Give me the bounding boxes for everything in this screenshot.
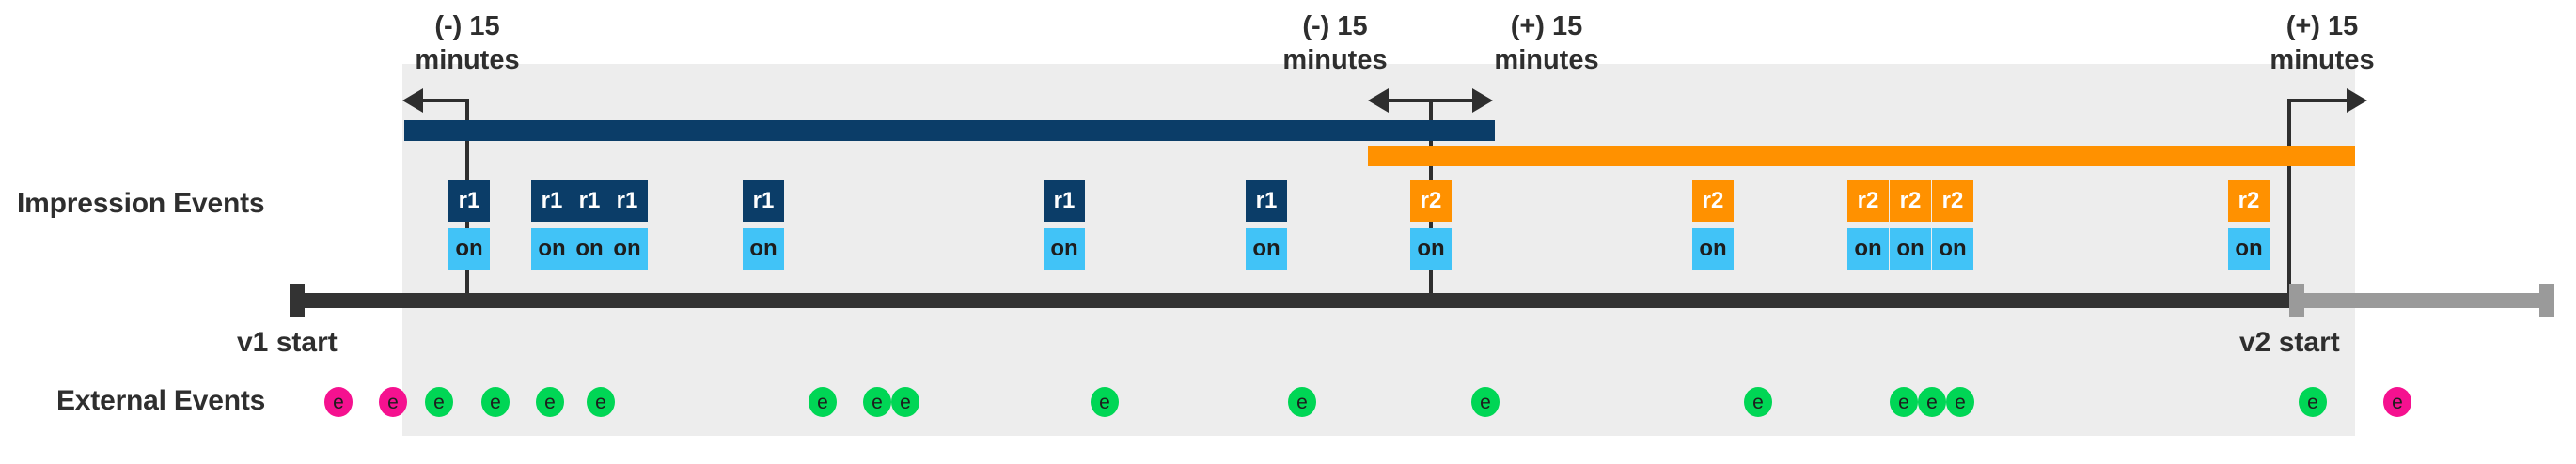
annotation-arrow-shaft-1 — [423, 99, 469, 102]
external-event-dot[interactable]: e — [1288, 387, 1316, 417]
external-event-dot[interactable]: e — [536, 387, 564, 417]
external-event-dot[interactable]: e — [587, 387, 615, 417]
row-label-external-events: External Events — [56, 385, 266, 416]
annotation-line2: minutes — [415, 45, 520, 75]
row-label-impression-events: Impression Events — [17, 188, 265, 219]
impression-chip-release[interactable]: r2 — [1410, 180, 1452, 222]
impression-chip-release[interactable]: r2 — [1692, 180, 1734, 222]
timeline-label-v1-start: v1 start — [237, 327, 338, 358]
external-event-dot[interactable]: e — [1091, 387, 1119, 417]
arrow-head-left-icon-1 — [402, 88, 423, 113]
guide-line-v2-start — [2287, 99, 2291, 301]
external-event-dot[interactable]: e — [809, 387, 837, 417]
impression-chip-release[interactable]: r1 — [448, 180, 490, 222]
impression-chip-state[interactable]: on — [1410, 228, 1452, 270]
external-event-dot[interactable]: e — [1918, 387, 1946, 417]
timeline-label-v2-start: v2 start — [2239, 327, 2340, 358]
impression-chip-release[interactable]: r1 — [569, 180, 610, 222]
annotation-line2: minutes — [1494, 45, 1599, 75]
impression-chip-state[interactable]: on — [569, 228, 610, 270]
impression-chip-state[interactable]: on — [448, 228, 490, 270]
annotation-line1: (-) 15 — [1302, 11, 1368, 41]
annotation-arrow-shaft-4 — [2289, 99, 2348, 102]
external-event-dot[interactable]: e — [379, 387, 407, 417]
impression-chip-state[interactable]: on — [1044, 228, 1085, 270]
impression-chip-release[interactable]: r2 — [1847, 180, 1889, 222]
annotation-caption-1: (-) 15 minutes — [354, 9, 580, 77]
annotation-line2: minutes — [2270, 45, 2375, 75]
timeline-end-cap — [2539, 284, 2554, 317]
external-event-dot[interactable]: e — [863, 387, 891, 417]
version-bar-r2 — [1368, 146, 2355, 166]
impression-chip-release[interactable]: r2 — [1890, 180, 1931, 222]
arrow-head-right-icon-3 — [1472, 88, 1493, 113]
annotation-line1: (+) 15 — [2285, 11, 2359, 41]
external-event-dot[interactable]: e — [2299, 387, 2327, 417]
impression-chip-state[interactable]: on — [743, 228, 784, 270]
impression-chip-state[interactable]: on — [1932, 228, 1973, 270]
impression-chip-release[interactable]: r2 — [1932, 180, 1973, 222]
external-event-dot[interactable]: e — [324, 387, 353, 417]
arrow-head-left-icon-2 — [1368, 88, 1389, 113]
annotation-line2: minutes — [1282, 45, 1388, 75]
external-event-dot[interactable]: e — [1946, 387, 1974, 417]
arrow-head-right-icon-4 — [2347, 88, 2367, 113]
impression-chip-release[interactable]: r1 — [743, 180, 784, 222]
external-event-dot[interactable]: e — [2383, 387, 2411, 417]
impression-chip-state[interactable]: on — [531, 228, 573, 270]
external-event-dot[interactable]: e — [1744, 387, 1772, 417]
timeline-bar-active — [290, 293, 2291, 308]
annotation-caption-3: (+) 15 minutes — [1434, 9, 1659, 77]
impression-chip-release[interactable]: r1 — [1246, 180, 1287, 222]
external-event-dot[interactable]: e — [481, 387, 510, 417]
external-event-dot[interactable]: e — [425, 387, 453, 417]
impression-chip-state[interactable]: on — [1847, 228, 1889, 270]
impression-chip-state[interactable]: on — [606, 228, 648, 270]
impression-chip-release[interactable]: r1 — [606, 180, 648, 222]
external-event-dot[interactable]: e — [1890, 387, 1918, 417]
annotation-line1: (+) 15 — [1510, 11, 1583, 41]
annotation-caption-2: (-) 15 minutes — [1222, 9, 1448, 77]
external-event-dot[interactable]: e — [1471, 387, 1500, 417]
impression-chip-state[interactable]: on — [1246, 228, 1287, 270]
impression-chip-release[interactable]: r1 — [531, 180, 573, 222]
version-bar-r1 — [404, 120, 1495, 141]
impression-chip-state[interactable]: on — [1890, 228, 1931, 270]
impression-chip-state[interactable]: on — [1692, 228, 1734, 270]
impression-chip-release[interactable]: r1 — [1044, 180, 1085, 222]
impression-chip-state[interactable]: on — [2228, 228, 2270, 270]
external-event-dot[interactable]: e — [891, 387, 919, 417]
timeline-bar-future — [2289, 293, 2554, 308]
annotation-caption-4: (+) 15 minutes — [2209, 9, 2435, 77]
impression-chip-release[interactable]: r2 — [2228, 180, 2270, 222]
annotation-line1: (-) 15 — [434, 11, 500, 41]
